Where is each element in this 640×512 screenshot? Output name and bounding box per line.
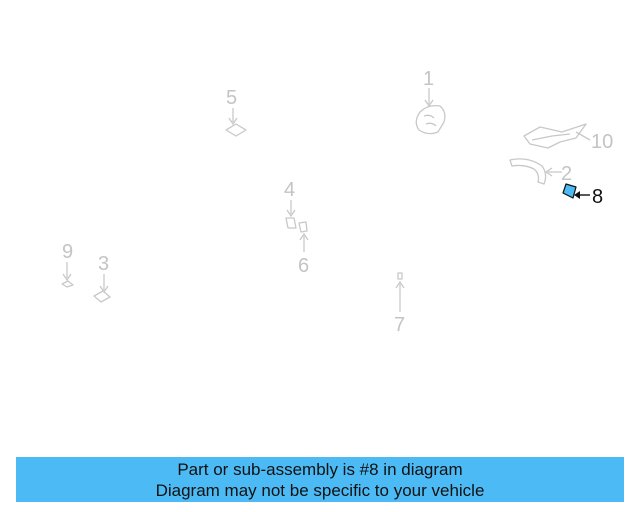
part-9-group[interactable]: 9 (61, 241, 74, 288)
callout-5-arrowhead (228, 117, 238, 126)
callout-6-label: 6 (298, 255, 309, 277)
callout-5-label: 5 (226, 87, 237, 109)
callout-10-label: 10 (591, 131, 613, 153)
callout-9-arrowhead (62, 273, 72, 282)
part-info-banner: Part or sub-assembly is #8 in diagram Di… (16, 457, 624, 502)
callout-10-leader (575, 131, 591, 141)
callout-2-arrowhead (544, 167, 553, 177)
part-4-group[interactable]: 4 (284, 179, 297, 229)
part-6-group[interactable]: 6 (298, 221, 309, 277)
part-1-detail (423, 114, 437, 127)
callout-7-arrowhead (395, 280, 405, 289)
part-3-group[interactable]: 3 (93, 253, 111, 303)
callout-6-arrowhead (299, 232, 309, 241)
part-5-shape (225, 123, 247, 137)
callout-4-arrowhead (286, 209, 296, 218)
part-4-shape (285, 217, 297, 229)
part-1-group[interactable]: 1 (415, 68, 446, 135)
callout-8-arrowhead (574, 191, 580, 199)
part-9-shape (61, 280, 74, 288)
part-2-shape (509, 158, 547, 185)
part-10-group[interactable]: 10 (523, 123, 613, 153)
part-7-shape (397, 272, 403, 280)
callout-2-label: 2 (561, 163, 572, 185)
part-5-group[interactable]: 5 (225, 87, 247, 137)
callout-8-label: 8 (592, 186, 603, 208)
callout-7-label: 7 (394, 314, 405, 336)
part-8-shape (562, 183, 577, 199)
callout-3-label: 3 (98, 253, 109, 275)
part-8-group[interactable]: 8 (562, 183, 603, 208)
part-1-shape (415, 104, 446, 135)
callout-9-label: 9 (62, 241, 73, 263)
part-3-shape (93, 290, 111, 303)
part-2-group[interactable]: 2 (509, 158, 572, 185)
callout-1-label: 1 (423, 68, 434, 90)
banner-line-disclaimer: Diagram may not be specific to your vehi… (155, 481, 485, 500)
banner-line-part-number: Part or sub-assembly is #8 in diagram (177, 460, 463, 479)
part-7-group[interactable]: 7 (394, 272, 405, 336)
part-6-shape (298, 221, 308, 233)
part-10-detail (531, 133, 571, 141)
callout-4-label: 4 (284, 179, 295, 201)
